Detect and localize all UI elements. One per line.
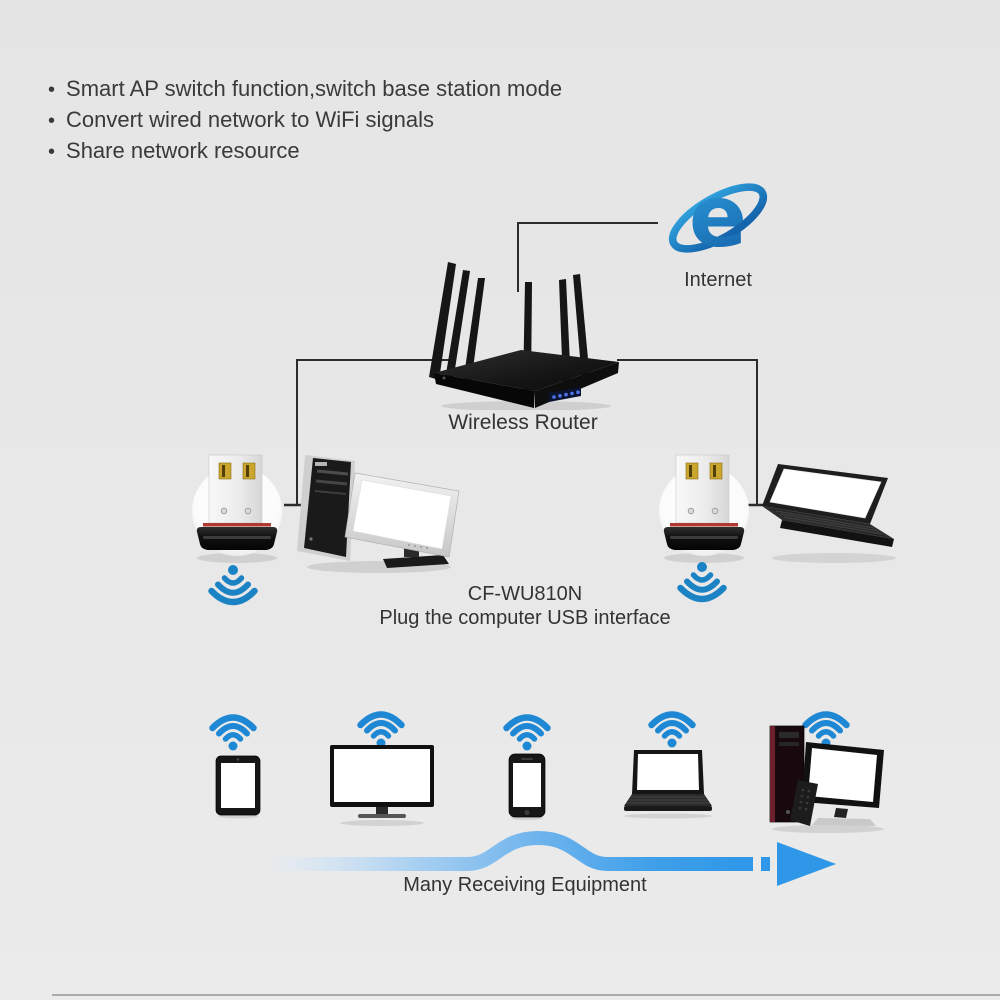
feature-item: • Smart AP switch function,switch base s… <box>48 74 562 105</box>
wifi-signal-icon <box>648 711 696 748</box>
flow-arrow <box>269 830 836 886</box>
bullet-icon: • <box>48 110 56 132</box>
wireless-router-illustration <box>429 262 619 410</box>
desktop-computer-front-illustration <box>769 725 884 833</box>
wifi-signal-icon <box>209 714 257 751</box>
usb-adapter-left <box>192 454 282 563</box>
wifi-signal-down-icon <box>208 565 258 606</box>
bottom-divider <box>52 994 1000 996</box>
adapter-model-label: CF-WU810N <box>467 583 583 605</box>
desktop-computer-illustration <box>297 455 460 573</box>
internet-label: Internet <box>684 269 752 291</box>
adapter-caption-label: Plug the computer USB interface <box>379 607 671 629</box>
tablet-illustration <box>215 755 261 819</box>
bullet-icon: • <box>48 141 56 163</box>
laptop-illustration <box>762 464 896 563</box>
usb-adapter-right <box>659 454 749 563</box>
laptop-front-illustration <box>624 750 712 819</box>
svg-text:e: e <box>689 167 747 267</box>
feature-list: • Smart AP switch function,switch base s… <box>48 74 562 167</box>
wifi-signal-icon <box>802 711 850 748</box>
wifi-signal-down-icon <box>677 562 727 603</box>
smartphone-illustration <box>508 753 546 821</box>
internet-explorer-icon: e <box>668 167 768 267</box>
feature-text: Share network resource <box>66 138 300 163</box>
bullet-icon: • <box>48 79 56 101</box>
wifi-signal-icon <box>357 711 405 748</box>
feature-text: Smart AP switch function,switch base sta… <box>66 76 563 101</box>
feature-text: Convert wired network to WiFi signals <box>66 107 435 132</box>
arrow-label: Many Receiving Equipment <box>403 874 647 896</box>
feature-item: • Convert wired network to WiFi signals <box>48 105 562 136</box>
wireless-router-label: Wireless Router <box>448 411 598 434</box>
feature-item: • Share network resource <box>48 136 562 167</box>
wifi-signal-icon <box>503 714 551 751</box>
tv-illustration <box>330 745 434 826</box>
